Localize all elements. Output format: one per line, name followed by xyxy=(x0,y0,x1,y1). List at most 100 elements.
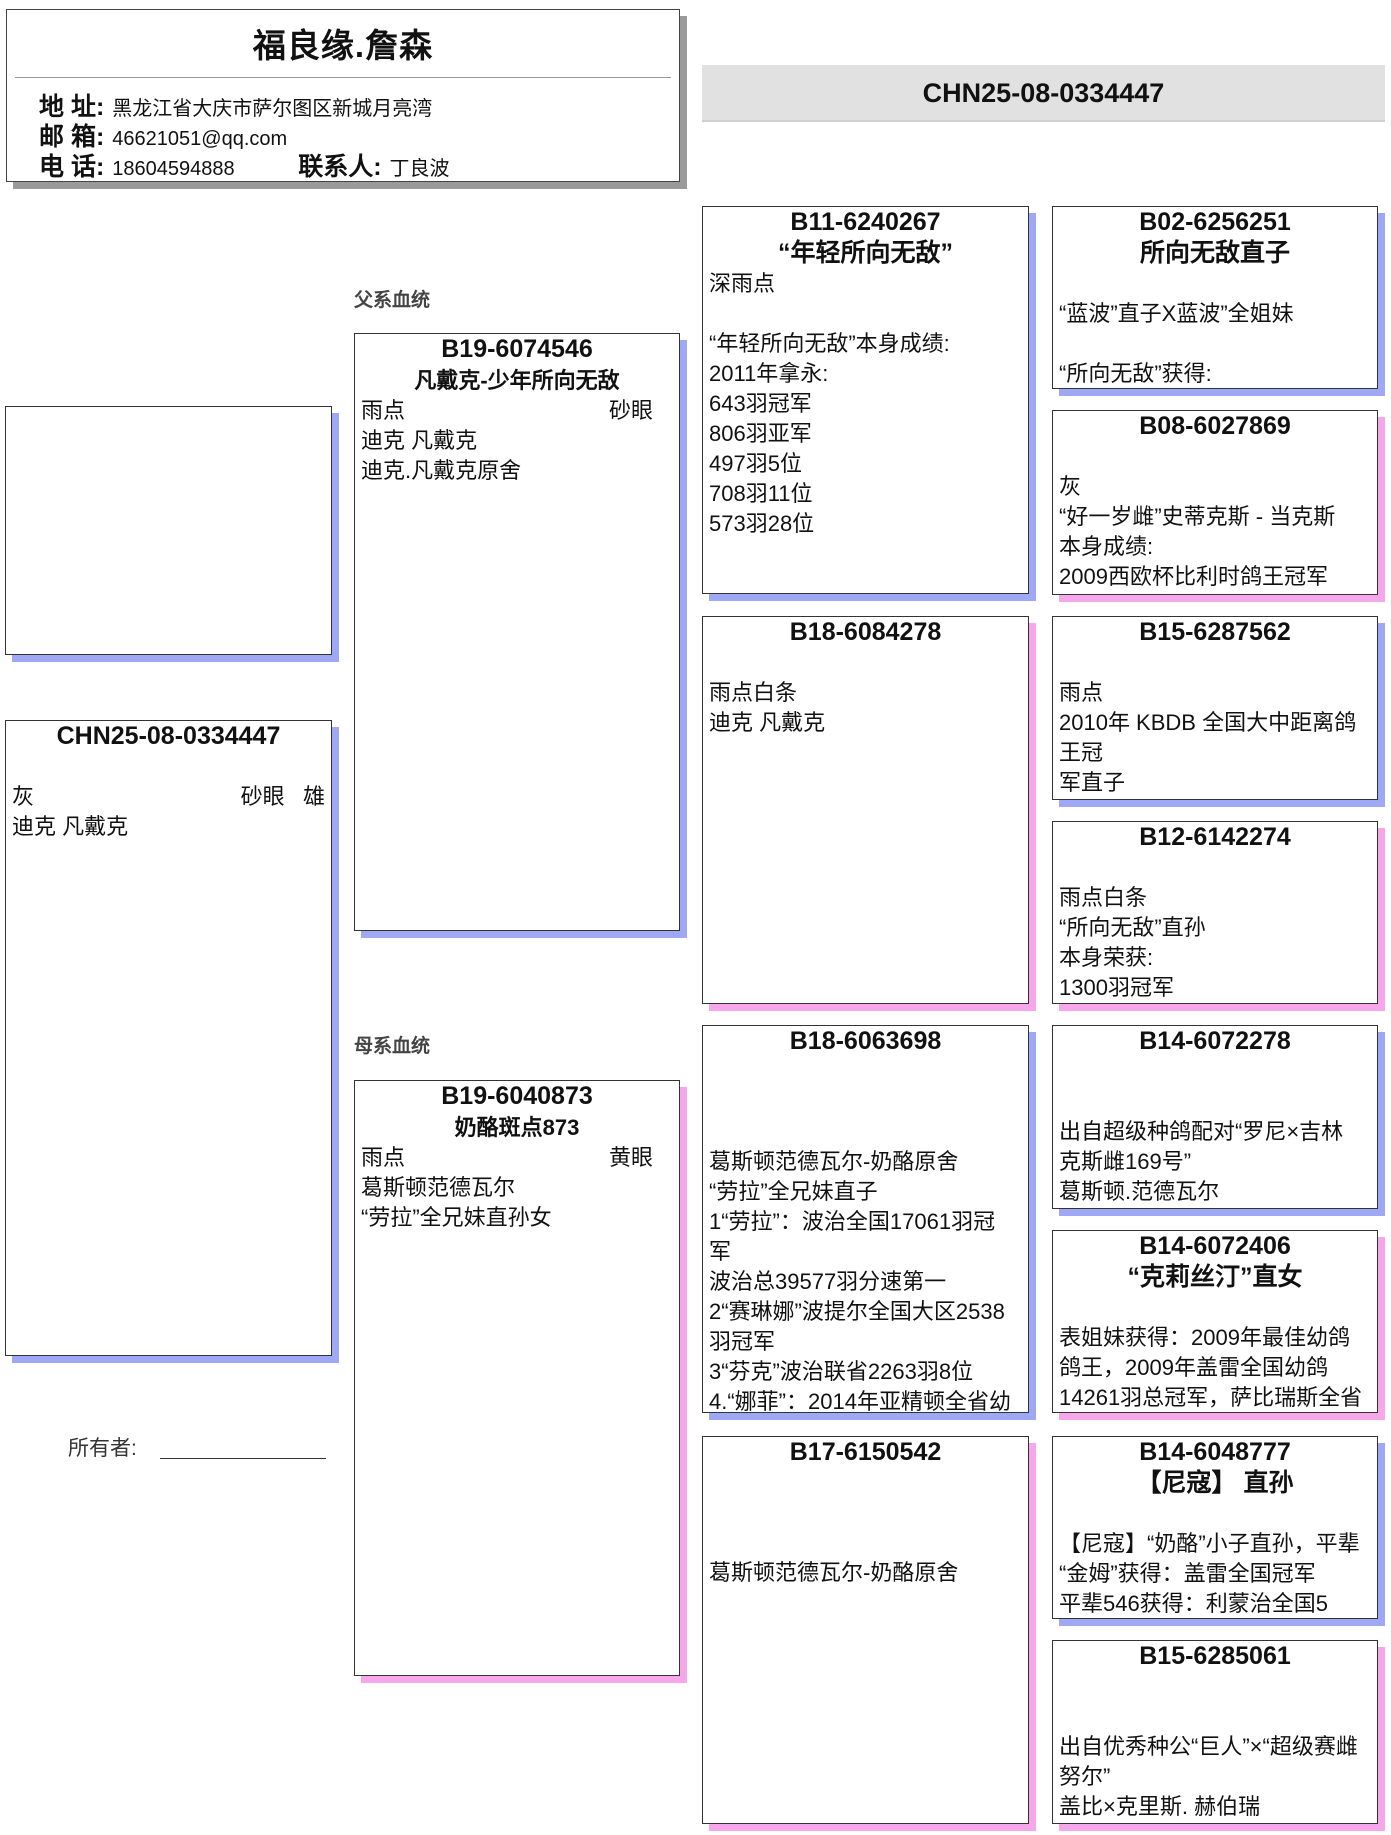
dam-line: 葛斯顿范德瓦尔 xyxy=(361,1175,516,1200)
pedigree-line: 2010年 KBDB 全国大中距离鸽 xyxy=(1059,710,1357,735)
dam-color: 雨点 xyxy=(361,1145,406,1170)
pedigree-line: 雨点白条 xyxy=(1059,885,1148,910)
ring-number: B18-6063698 xyxy=(789,1027,942,1055)
pedigree-line: 14261羽总冠军，萨比瑞斯全省 xyxy=(1059,1385,1363,1410)
pedigree-line: 4.“娜菲”：2014年亚精顿全省幼 xyxy=(709,1389,1011,1413)
dam-name: 奶酪斑点873 xyxy=(454,1115,580,1140)
sire-card: B19-6074546 凡戴克-少年所向无敌 雨点砂眼 迪克 凡戴克 迪克.凡戴… xyxy=(354,333,680,931)
ring-number: B17-6150542 xyxy=(789,1438,942,1466)
pedigree-line: 1“劳拉”：波治全国17061羽冠 xyxy=(709,1209,996,1234)
main-bird-color: 灰 xyxy=(12,784,35,809)
pedigree-line: 本身荣获: xyxy=(1059,945,1154,970)
contact-label: 联系人: xyxy=(298,153,382,181)
pedigree-line: 军 xyxy=(709,1239,732,1264)
ring-number: B08-6027869 xyxy=(1139,412,1291,440)
pedigree-line: 497羽5位 xyxy=(709,451,802,476)
divider xyxy=(15,77,671,78)
dam-line-label: 母系血统 xyxy=(354,1036,431,1057)
sire-eye: 砂眼 xyxy=(608,398,653,423)
great-grandparent-card: B14-6072278 出自超级种鸽配对“罗尼×吉林克斯雌169号” 葛斯顿.范德瓦… xyxy=(1052,1025,1378,1209)
granddam-maternal-card: B17-6150542 葛斯顿范德瓦尔-奶酪原舍 xyxy=(702,1436,1029,1824)
ring-title-bar: CHN25-08-0334447 xyxy=(702,65,1385,122)
pedigree-line: “好一岁雌”史蒂克斯 - 当克斯 xyxy=(1059,504,1336,529)
pedigree-line: 深雨点 xyxy=(709,271,776,296)
pedigree-line: 葛斯顿.范德瓦尔 xyxy=(1059,1179,1220,1204)
pedigree-line: 【尼寇】“奶酪”小子直孙，平辈 xyxy=(1059,1531,1360,1556)
pedigree-line: 643羽冠军 xyxy=(709,391,812,416)
pedigree-line xyxy=(709,1528,1022,1558)
ring-number: B15-6285061 xyxy=(1139,1642,1291,1670)
pedigree-line: 迪克 凡戴克 xyxy=(709,710,826,735)
ring-number: B14-6048777 xyxy=(1139,1438,1291,1466)
pedigree-line xyxy=(1059,853,1371,883)
pedigree-line xyxy=(1059,648,1371,678)
pedigree-line: 出自超级种鸽配对“罗尼×吉林 xyxy=(1059,1119,1344,1144)
pedigree-line xyxy=(709,1117,1022,1147)
loft-info-card: 福良缘.詹森 地 址:黑龙江省大庆市萨尔图区新城月亮湾 邮 箱:46621051… xyxy=(6,9,680,182)
sire-color: 雨点 xyxy=(361,398,406,423)
main-bird-ring: CHN25-08-0334447 xyxy=(56,722,281,750)
phone-value: 18604594888 xyxy=(112,158,235,180)
pedigree-line: 克斯雌169号” xyxy=(1059,1149,1192,1174)
sire-name: 凡戴克-少年所向无敌 xyxy=(414,368,620,393)
main-bird-card: CHN25-08-0334447 灰 砂眼 雄 迪克 凡戴克 xyxy=(5,720,332,1356)
dam-line: “劳拉”全兄妹直孙女 xyxy=(361,1205,552,1230)
main-bird-sex: 雄 xyxy=(302,784,325,809)
owner-signature-line[interactable] xyxy=(160,1458,326,1459)
pedigree-line xyxy=(1059,442,1371,472)
pedigree-line xyxy=(1059,269,1371,299)
pedigree-line: 雨点 xyxy=(1059,680,1104,705)
email-row: 邮 箱: 46621051@qq.com xyxy=(39,117,287,153)
dam-card: B19-6040873 奶酪斑点873 雨点黄眼 葛斯顿范德瓦尔 “劳拉”全兄妹… xyxy=(354,1080,680,1676)
pedigree-line: 波治总39577羽分速第一 xyxy=(709,1269,947,1294)
pedigree-line: 3“芬克”波治联省2263羽8位 xyxy=(709,1359,974,1384)
pedigree-line: 盖比×克里斯. 赫伯瑞 xyxy=(1059,1794,1261,1819)
pedigree-line: 2009西欧杯比利时鸽王冠军 xyxy=(1059,564,1328,589)
pedigree-line: 军直子 xyxy=(1059,770,1126,795)
pedigree-line: 本身成绩: xyxy=(1059,534,1154,559)
great-grandparent-card: B14-6072406“克莉丝汀”直女表姐妹获得：2009年最佳幼鸽鸽王，200… xyxy=(1052,1230,1378,1413)
pedigree-line xyxy=(1059,1087,1371,1117)
pedigree-line: 葛斯顿范德瓦尔-奶酪原舍 xyxy=(709,1149,959,1174)
pedigree-line: 葛斯顿范德瓦尔-奶酪原舍 xyxy=(709,1560,959,1585)
ring-number: B15-6287562 xyxy=(1139,618,1291,646)
pedigree-line xyxy=(709,1087,1022,1117)
address-label: 地 址: xyxy=(39,93,105,121)
pedigree-line: 鸽王，2009年盖雷全国幼鸽 xyxy=(1059,1355,1328,1380)
pedigree-line: “劳拉”全兄妹直子 xyxy=(709,1179,878,1204)
pedigree-line xyxy=(1059,1293,1371,1323)
email-value[interactable]: 46621051@qq.com xyxy=(112,128,288,150)
pedigree-line xyxy=(1059,1672,1371,1702)
contact-value: 丁良波 xyxy=(389,158,450,180)
pedigree-line: “年轻所向无敌”本身成绩: xyxy=(709,331,950,356)
pedigree-line xyxy=(709,648,1022,678)
bird-name: 【尼寇】 直孙 xyxy=(1136,1469,1294,1497)
pedigree-line: 2011年拿永: xyxy=(709,361,829,386)
photo-placeholder xyxy=(5,406,332,655)
ring-number: B14-6072278 xyxy=(1139,1027,1291,1055)
pedigree-line: “所向无敌”获得: xyxy=(1059,361,1212,386)
address-value: 黑龙江省大庆市萨尔图区新城月亮湾 xyxy=(112,98,433,120)
pedigree-line xyxy=(1059,1057,1371,1087)
great-grandparent-card: B14-6048777【尼寇】 直孙【尼寇】“奶酪”小子直孙，平辈“金姆”获得：… xyxy=(1052,1436,1378,1619)
pedigree-line xyxy=(709,299,1022,329)
pedigree-line: 806羽亚军 xyxy=(709,421,812,446)
pedigree-line: 573羽28位 xyxy=(709,511,815,536)
ring-number: B11-6240267 xyxy=(790,208,941,236)
grandsire-paternal-card: B11-6240267“年轻所向无敌”深雨点“年轻所向无敌”本身成绩:2011年… xyxy=(702,206,1029,594)
sire-ring: B19-6074546 xyxy=(441,335,593,363)
pedigree-line xyxy=(709,1468,1022,1498)
ring-number: B02-6256251 xyxy=(1139,208,1291,236)
grandsire-maternal-card: B18-6063698 葛斯顿范德瓦尔-奶酪原舍 “劳拉”全兄妹直子 1“劳拉”：波治… xyxy=(702,1025,1029,1413)
pedigree-line xyxy=(1059,1499,1371,1529)
pedigree-line: 努尔” xyxy=(1059,1764,1111,1789)
pedigree-line xyxy=(1059,1702,1371,1732)
phone-row: 电 话:18604594888 联系人:丁良波 xyxy=(39,147,450,183)
pedigree-line: 灰 xyxy=(1059,474,1082,499)
email-label: 邮 箱: xyxy=(39,123,105,151)
